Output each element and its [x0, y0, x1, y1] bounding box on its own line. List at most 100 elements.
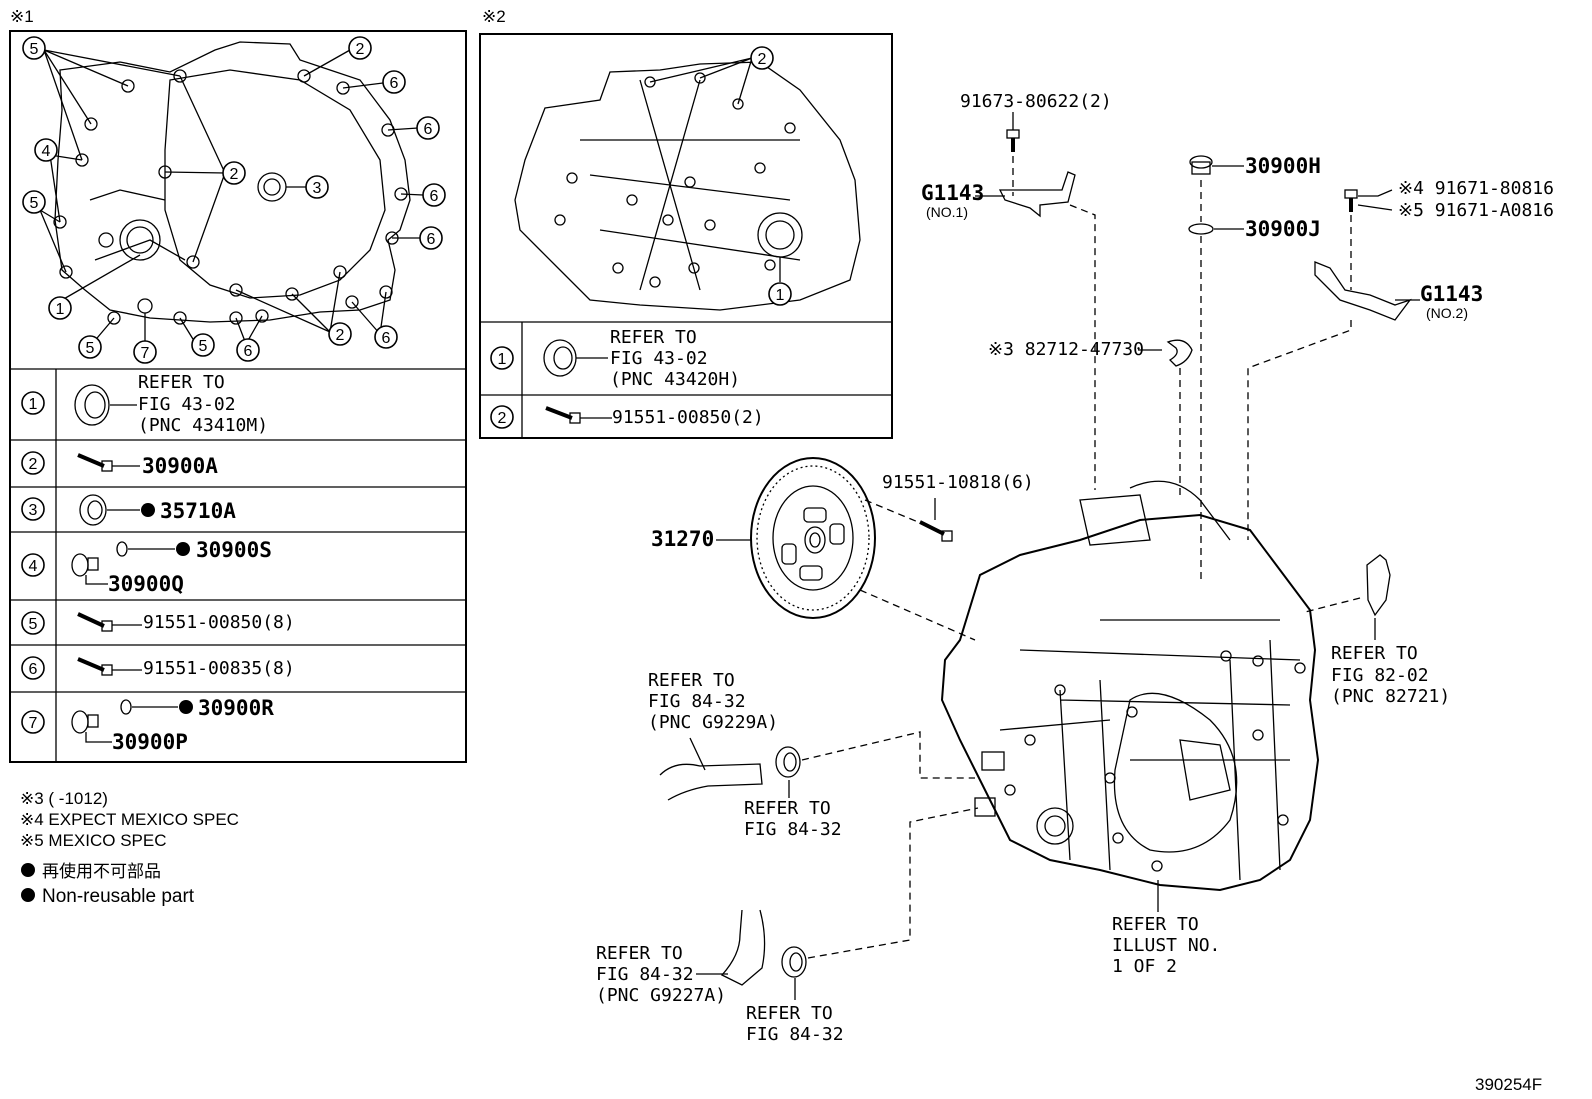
part-number: G1143: [1420, 282, 1483, 306]
callout: 6: [382, 330, 391, 347]
part-number: 91551-00850(2): [612, 407, 764, 428]
part-number: 30900R: [198, 696, 274, 720]
callout: 5: [30, 195, 39, 212]
refer-text: REFER TO: [610, 327, 697, 348]
part-number: 91673-80622(2): [960, 91, 1112, 112]
figure-id: 390254F: [1475, 1075, 1542, 1094]
part-number: 30900J: [1245, 217, 1321, 241]
legend-jp: 再使用不可部品: [42, 861, 161, 882]
refer-text: REFER TO: [744, 798, 831, 819]
hose-clamp-icon: [775, 746, 801, 778]
refer-text: REFER TO: [596, 943, 683, 964]
callout: 7: [141, 345, 150, 362]
case-cover-drawing: 2 1: [514, 46, 861, 311]
callout: 6: [430, 188, 439, 205]
non-reusable-icon: [179, 700, 193, 714]
refer-text: FIG 82-02: [1331, 665, 1429, 686]
part-number: 31270: [651, 527, 714, 551]
plug-icon: [1189, 155, 1213, 175]
callout: 5: [30, 41, 39, 58]
transaxle-drawing: [940, 480, 1320, 892]
bolt-icon: [1344, 189, 1358, 212]
notes: ※3 ( -1012) ※4 EXPECT MEXICO SPEC ※5 MEX…: [20, 789, 239, 907]
row-number: 4: [29, 558, 38, 575]
callout: 2: [758, 51, 767, 68]
bracket-icon: [1366, 554, 1391, 617]
row-number: 2: [498, 410, 507, 427]
callout-circles: 5 2 6 6 4 2 3 6 5 6 1 6 5 7 5 6 2 6: [22, 36, 446, 364]
part-number: ※4 91671-80816: [1398, 178, 1554, 199]
callout: 6: [244, 343, 253, 360]
part-number: 91551-00835(8): [143, 658, 295, 679]
refer-text: (PNC G9227A): [596, 985, 726, 1006]
non-reusable-icon: [21, 888, 35, 902]
refer-text: FIG 43-02: [610, 348, 708, 369]
panel-2: ※2 2 1 1 REFER TO FIG 43-02: [479, 7, 893, 439]
refer-text: (PNC 82721): [1331, 686, 1450, 707]
callout: 6: [424, 121, 433, 138]
hose-icon: [720, 909, 766, 986]
callout: 5: [199, 338, 208, 355]
part-number: 30900S: [196, 538, 272, 562]
row-number: 6: [29, 661, 38, 678]
non-reusable-icon: [21, 863, 35, 877]
non-reusable-icon: [141, 503, 155, 517]
refer-text: REFER TO: [1112, 914, 1199, 935]
callout: 3: [313, 180, 322, 197]
row-number: 2: [29, 456, 38, 473]
callout: 2: [230, 166, 239, 183]
callout: 6: [390, 75, 399, 92]
refer-text: ILLUST NO.: [1112, 935, 1220, 956]
part-sub: (NO.2): [1426, 305, 1468, 321]
part-number: ※5 91671-A0816: [1398, 200, 1554, 221]
refer-text: FIG 43-02: [138, 394, 236, 415]
panel-1-frame: [9, 30, 467, 763]
refer-text: 1 OF 2: [1112, 956, 1177, 977]
part-number: G1143: [921, 181, 984, 205]
refer-text: REFER TO: [648, 670, 735, 691]
row-number: 1: [498, 351, 507, 368]
callout: 5: [86, 340, 95, 357]
bolt-icon: [77, 612, 113, 632]
fill-plug-icon: [71, 710, 99, 734]
bolt-icon: [545, 406, 581, 424]
callout: 2: [336, 327, 345, 344]
seal-icon: [79, 494, 107, 526]
part-number: 91551-00850(8): [143, 612, 295, 633]
bolt-icon: [77, 657, 113, 676]
bolt-icon: [77, 453, 113, 472]
refer-text: FIG 84-32: [648, 691, 746, 712]
case-housing-drawing: 5 2 6 6 4 2 3 6 5 6 1 6 5 7 5 6 2 6: [22, 36, 446, 364]
callout: 2: [356, 41, 365, 58]
clamp-icon: [1166, 339, 1193, 367]
part-number: 30900P: [112, 730, 188, 754]
gasket-icon: [120, 699, 132, 715]
part-number: 35710A: [160, 499, 236, 523]
hose-icon: [659, 763, 763, 801]
bracket-icon: [998, 171, 1076, 218]
part-number: ※3 82712-47730: [988, 339, 1144, 360]
panel-2-mark: ※2: [482, 7, 506, 26]
note-3: ※3 ( -1012): [20, 789, 108, 808]
refer-text: REFER TO: [1331, 643, 1418, 664]
callout: 1: [56, 301, 65, 318]
hose-clamp-icon: [781, 946, 807, 978]
callout: 6: [427, 231, 436, 248]
gasket-icon: [1188, 223, 1214, 235]
panel-1-mark: ※1: [10, 7, 34, 26]
row-number: 5: [29, 616, 38, 633]
refer-text: REFER TO: [138, 372, 225, 393]
refer-text: FIG 84-32: [746, 1024, 844, 1045]
row-number: 7: [29, 715, 38, 732]
non-reusable-icon: [176, 542, 190, 556]
part-number: 30900A: [142, 454, 218, 478]
panel-2-frame: [479, 33, 893, 439]
part-number: 30900H: [1245, 154, 1321, 178]
oil-seal-icon: [543, 339, 577, 377]
callout: 4: [42, 143, 51, 160]
refer-text: FIG 84-32: [744, 819, 842, 840]
refer-text: (PNC 43410M): [138, 415, 268, 436]
part-number: 30900Q: [108, 572, 184, 596]
gasket-icon: [116, 541, 128, 557]
